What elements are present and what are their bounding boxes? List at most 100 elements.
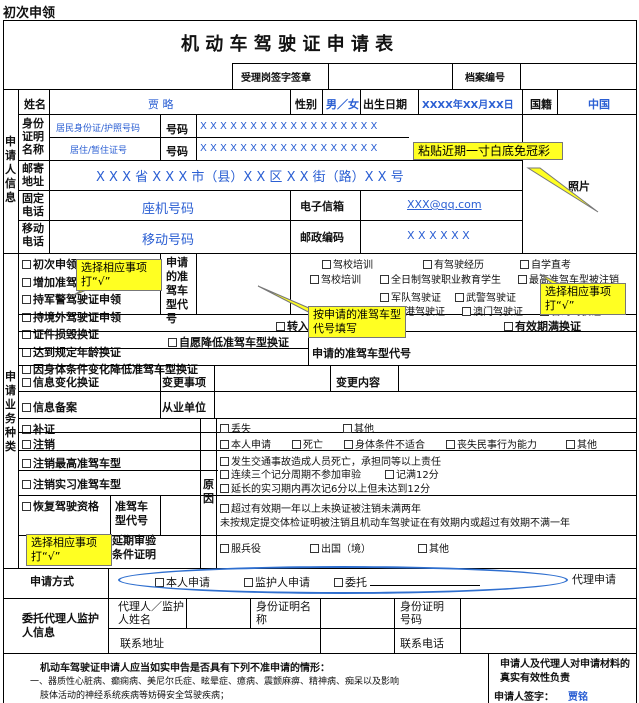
option-cancel-top[interactable]: 注销最高准驾车型 [22, 455, 121, 471]
delay-label: 延期审验条件证明 [112, 534, 156, 561]
reason-label: 原因 [203, 478, 214, 505]
photo-label: 照片 [568, 180, 590, 193]
option-vocational[interactable]: 全日制驾驶职业教育学生 [380, 271, 501, 286]
reason-other-2[interactable]: 其他 [566, 436, 597, 451]
option-expire[interactable]: 有效期满换证 [504, 318, 581, 334]
gender-value[interactable]: 男／女 [326, 98, 359, 111]
photo-callout: 粘贴近期一寸白底免冠彩 [413, 142, 563, 160]
reason-abroad[interactable]: 出国（境） [310, 540, 371, 555]
method-label: 申请方式 [30, 575, 74, 588]
email-label: 电子信箱 [300, 200, 344, 213]
option-first-apply[interactable]: 初次申领 [22, 256, 198, 274]
reason-self[interactable]: 本人申请 [220, 436, 271, 451]
method-agent: 代理申请 [572, 573, 616, 586]
reason-no-medical: 未按规定提交体检证明被注销且机动车驾驶证在有效期内或超过有效期不满一年 [220, 518, 570, 529]
select3-callout: 选择相应事项打“√” [26, 534, 112, 566]
option-revoked[interactable]: 最高准驾车型被注销 [518, 271, 619, 286]
select1-callout: 选择相应事项打“√” [76, 259, 162, 291]
reason-death[interactable]: 死亡 [292, 436, 323, 451]
change-item-label: 变更事项 [162, 376, 206, 389]
email-value[interactable]: XXX@qq.com [407, 198, 482, 211]
checkbox-icon[interactable] [22, 330, 31, 339]
phone-label: 固定电话 [22, 192, 44, 218]
residence-type-value[interactable]: 居住/暂住证号 [70, 146, 128, 156]
zip-value[interactable]: X X X X X X [407, 229, 470, 242]
work-unit-label: 从业单位 [162, 401, 206, 414]
agent-label: 委托代理人监护人信息 [22, 612, 99, 639]
apply-type-label: 申请的准驾车型代号 [166, 256, 188, 325]
checkbox-icon[interactable] [22, 277, 31, 287]
name-value[interactable]: 贾 略 [148, 98, 174, 111]
option-school-2[interactable]: 驾校培训 [310, 271, 361, 286]
apply-code-label: 申请的准驾车型代号 [312, 347, 411, 360]
option-downgrade[interactable]: 自愿降低准驾车型换证 [168, 334, 289, 350]
option-military[interactable]: 持军警驾驶证申领 [22, 291, 198, 309]
id-no-label: 号码 [166, 123, 188, 136]
accept-label: 受理岗签字签章 [241, 73, 311, 84]
dob-label: 出生日期 [363, 98, 407, 111]
id-type-label: 身份证明名称 [22, 117, 44, 156]
address-label: 邮寄地址 [22, 162, 44, 188]
restore-code-label: 准驾车型代号 [115, 500, 148, 527]
country-value: 中国 [588, 98, 610, 111]
checkbox-icon[interactable] [22, 260, 31, 269]
gender-label: 性别 [295, 98, 317, 111]
notice-line-2: 肢体活动的神经系统疾病等妨碍安全驾驶疾病； [40, 691, 230, 701]
option-police[interactable]: 武警驾驶证 [455, 289, 516, 304]
option-info-record[interactable]: 信息备案 [22, 399, 77, 415]
page-title: 机 动 车 驾 驶 证 申 请 表 [181, 34, 394, 55]
checkbox-icon[interactable] [22, 312, 31, 322]
reason-12-points[interactable]: 记满12分 [385, 466, 439, 481]
option-cancel-intern[interactable]: 注销实习准驾车型 [22, 476, 121, 492]
residence-no-value[interactable]: X X X X X X X X X X X X X X X X X X [200, 143, 378, 154]
agent-id-no-label: 身份证明号码 [400, 600, 444, 626]
notice-title: 机动车驾驶证申请人应当如实申告是否具有下列不准申请的情形： [40, 663, 330, 674]
id-type-value[interactable]: 居民身份证/护照号码 [56, 124, 141, 134]
dob-value[interactable]: XXXX年XX月XX日 [422, 100, 514, 111]
id-no-value[interactable]: X X X X X X X X X X X X X X X X X X [200, 121, 378, 132]
mobile-value[interactable]: 移动号码 [142, 233, 195, 248]
reason-overdue[interactable]: 超过有效期一年以上未换证被注销未满两年 [220, 500, 421, 515]
reason-intern-points[interactable]: 延长的实习期内再次记6分以上但未达到12分 [220, 480, 430, 495]
archive-label: 档案编号 [465, 73, 505, 84]
agent-address-label: 联系地址 [120, 637, 164, 650]
photo-callout-pointer [526, 167, 599, 213]
option-macau[interactable]: 澳门驾驶证 [462, 303, 523, 318]
code-callout: 按申请的准驾车型代号填写 [308, 306, 406, 338]
option-army[interactable]: 军队驾驶证 [380, 289, 441, 304]
residence-no-label: 号码 [166, 145, 188, 158]
reason-other-1[interactable]: 其他 [343, 420, 374, 435]
option-school-1[interactable]: 驾校培训 [322, 256, 373, 271]
zip-label: 邮政编码 [300, 231, 344, 244]
option-self-study[interactable]: 自学直考 [520, 256, 571, 271]
reason-health[interactable]: 身体条件不适合 [344, 436, 425, 451]
checkbox-icon[interactable] [22, 295, 31, 304]
change-content-label: 变更内容 [336, 376, 380, 389]
agent-phone-label: 联系电话 [400, 637, 444, 650]
option-experience[interactable]: 有驾驶经历 [423, 256, 484, 271]
reason-other-3[interactable]: 其他 [418, 540, 449, 555]
option-transfer[interactable]: 转入 [276, 318, 309, 334]
business-section-label: 申请业务种类 [5, 370, 16, 453]
agent-id-label: 身份证明名称 [256, 600, 311, 626]
option-info-change[interactable]: 信息变化换证 [22, 374, 99, 390]
option-cancel[interactable]: 注销 [22, 436, 55, 452]
reason-lost[interactable]: 丢失 [220, 420, 251, 435]
country-label: 国籍 [530, 98, 552, 111]
phone-value[interactable]: 座机号码 [142, 202, 195, 217]
sign-label: 申请人签字： [494, 692, 554, 703]
sign-value[interactable]: 贾铭 [568, 692, 588, 703]
option-overseas[interactable]: 持境外驾驶证申领 [22, 309, 198, 327]
reason-accident[interactable]: 发生交通事故造成人员死亡，承担同等以上责任 [220, 453, 441, 468]
reason-capacity[interactable]: 丧失民事行为能力 [446, 436, 537, 451]
reason-military[interactable]: 服兵役 [220, 540, 261, 555]
option-restore[interactable]: 恢复驾驶资格 [22, 500, 102, 514]
address-value[interactable]: X X X 省 X X X 市（县）X X 区 X X 街（路）X X 号 [96, 170, 404, 185]
mobile-label: 移动电话 [22, 222, 44, 248]
select2-callout: 选择相应事项打“√” [540, 283, 626, 315]
confirm-text: 申请人及代理人对申请材料的真实有效性负责 [500, 659, 630, 684]
reason-no-review[interactable]: 连续三个记分周期不参加审验 [220, 466, 361, 481]
notice-line-1: 一、器质性心脏病、癫痫病、美尼尔氏症、眩晕症、癔病、震颤麻痹、精神病、痴呆以及影… [30, 677, 400, 687]
applicant-section-label: 申请人信息 [5, 135, 16, 204]
